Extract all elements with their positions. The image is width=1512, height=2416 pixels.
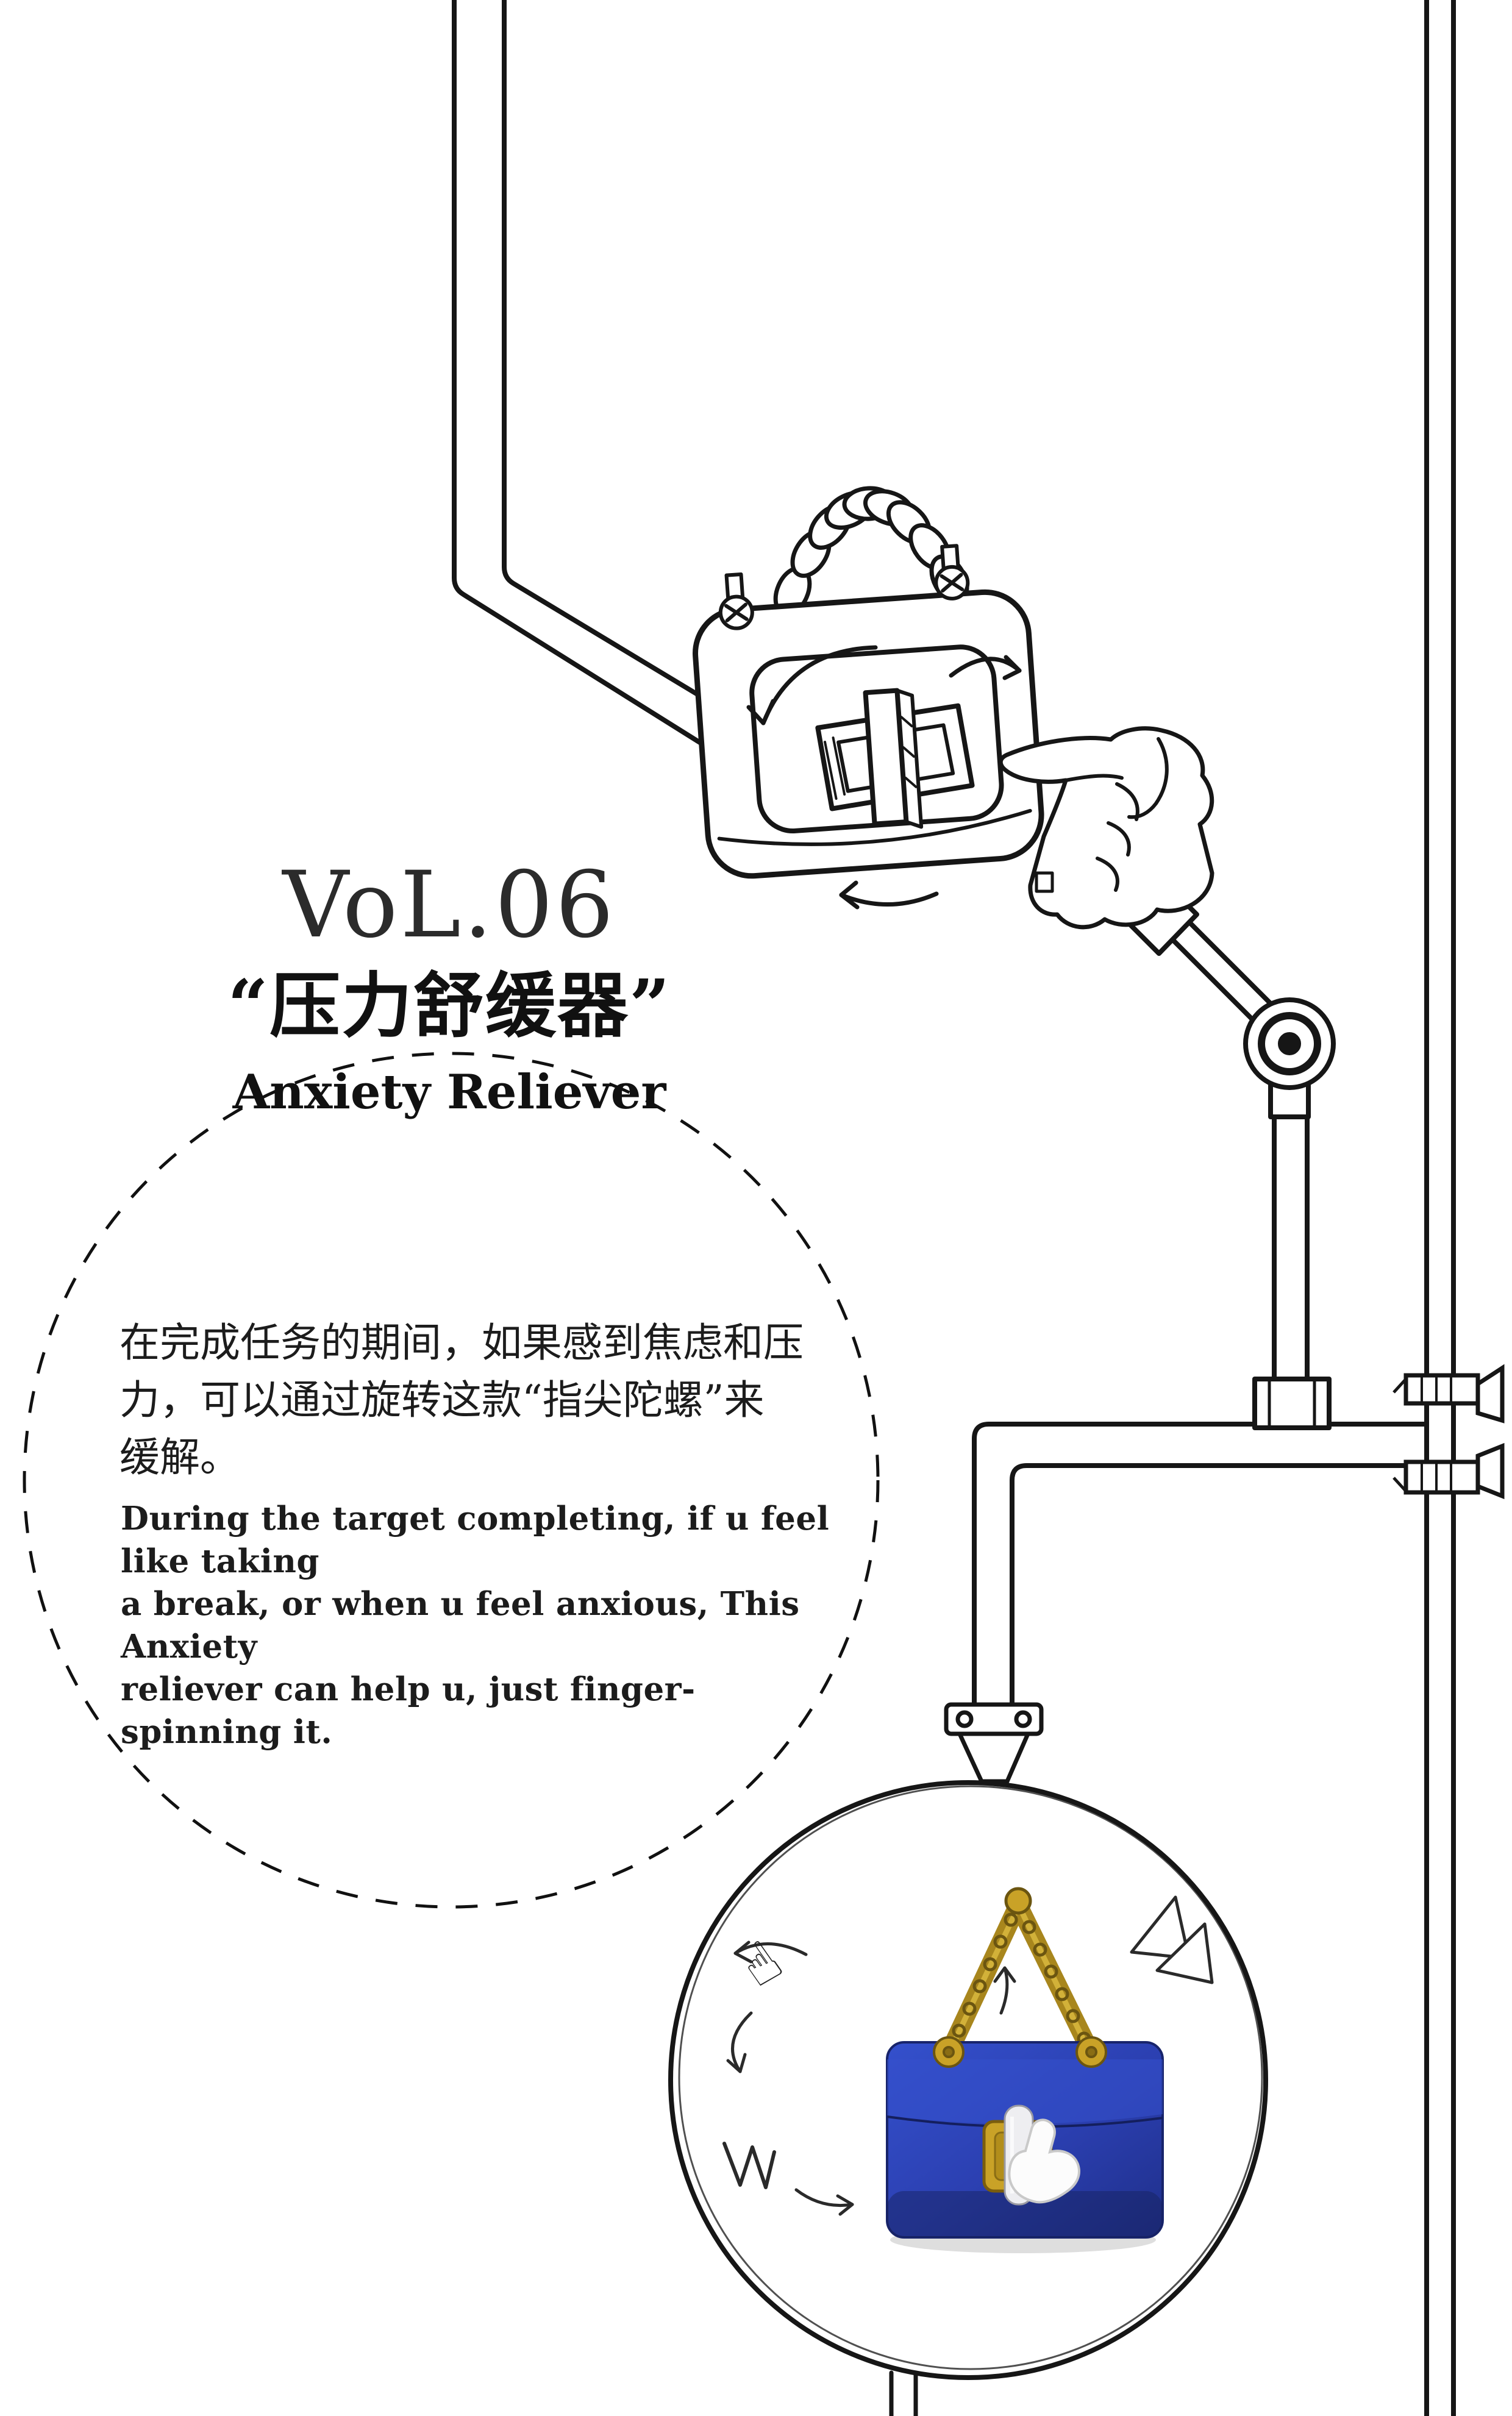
white-hand-icon (1008, 2118, 1080, 2204)
sketch-arrow-head (733, 1940, 753, 1964)
description-en-line: a break, or when u feel anxious, This An… (121, 1585, 800, 1666)
sketch-arrow-head (836, 2194, 854, 2216)
description-chinese: 在完成任务的期间，如果感到焦虑和压 力，可以通过旋转这款“指尖陀螺”来 缓解。 (119, 1314, 863, 1486)
product-bag (886, 1887, 1164, 2253)
rotation-arrow-left-head (746, 699, 776, 725)
clamp-wedge (956, 1731, 1032, 1784)
product-chain (940, 1887, 1100, 2062)
tee-hatch (1421, 1375, 1452, 1492)
tee-tick-marks (1393, 1378, 1407, 1492)
volume-label: VoL.06 (282, 852, 616, 958)
sketch-bag (693, 486, 1044, 910)
bag-screw-right (934, 544, 970, 600)
rotation-arrow-right-head (1002, 655, 1022, 680)
screw-cross (724, 602, 749, 622)
pipe-horizontal-inner (1010, 1463, 1429, 1709)
joint-hub (1278, 1032, 1301, 1055)
lock-bar-hatch (900, 716, 918, 788)
zigzag-sketch (722, 2142, 776, 2189)
elbow-flange (1252, 1377, 1332, 1430)
tee-wedge-bottom (1475, 1442, 1505, 1500)
sketch-arrow-head (993, 1966, 1016, 1983)
tee-collar-top (1403, 1373, 1480, 1406)
pipe-horizontal-outer (972, 1422, 1429, 1709)
detail-circle-inner-line (678, 1785, 1263, 2370)
triangle-sketch (1155, 1922, 1214, 1984)
pointing-hand (998, 726, 1214, 930)
description-english: During the target completing, if u feel … (121, 1497, 840, 1753)
description-cn-line: 在完成任务的期间，如果感到焦虑和压 (119, 1319, 804, 1366)
sketch-arrow (794, 2188, 854, 2208)
product-bag-flap (887, 2059, 1163, 2124)
description-cn-line: 缓解。 (119, 1434, 240, 1481)
description-en-line: During the target completing, if u feel … (121, 1500, 830, 1580)
title-chinese: “压力舒缓器” (227, 964, 671, 1047)
clamp-bolt-left (955, 1710, 974, 1728)
elbow-flange-lines (1268, 1379, 1316, 1428)
hand-finger-creases (1064, 774, 1139, 892)
clamp-fitting (944, 1702, 1044, 1784)
chain-mounts (933, 2036, 1107, 2068)
description-cn-line: 力，可以通过旋转这款“指尖陀螺”来 (119, 1377, 765, 1424)
sketch-arrow (731, 2011, 753, 2073)
bag-bottom-seam (717, 808, 1032, 846)
pipe-left-outer (452, 0, 702, 745)
rotary-joint (1243, 997, 1336, 1090)
triangle-sketch (1130, 1895, 1191, 1960)
pipe-network (452, 0, 1456, 2416)
hand-ring (1035, 871, 1054, 893)
lock-bar-front (863, 688, 909, 827)
elbow-flange-plate (1252, 1377, 1332, 1430)
twist-lock-sketch (815, 688, 975, 829)
rotation-arrow-bottom (839, 891, 939, 907)
rotation-arrow-bottom-head (839, 880, 860, 910)
tee-collar-bottom (1403, 1459, 1480, 1495)
clamp-bolt-right (1014, 1710, 1032, 1728)
lock-plate-hatch (824, 736, 846, 800)
chain-apex-ring (1004, 1887, 1032, 1915)
product-bag-base-shade (887, 2191, 1163, 2237)
sketch-arrow (733, 1942, 808, 1956)
screw-cross (940, 572, 965, 593)
sketch-bag-body (693, 544, 1044, 879)
chain-mount-right-pin (1085, 2046, 1097, 2058)
tee-wedge-top (1475, 1364, 1505, 1424)
title-english: Anxiety Reliever (232, 1064, 666, 1120)
lower-arm (1272, 1111, 1310, 1388)
dashed-circle (23, 1052, 880, 1909)
sketch-arrow-head (726, 2053, 747, 2073)
robot-arm (1124, 879, 1336, 1430)
tee-fitting (1393, 1364, 1505, 1500)
hand-thumb-line (1127, 737, 1169, 819)
bag-screw-left (718, 572, 754, 630)
description-en-line: reliever can help u, just finger-spinnin… (121, 1670, 696, 1751)
rotation-arrows (746, 645, 1022, 910)
pipe-left-inner (502, 0, 747, 725)
chain-mount-left-pin (943, 2046, 955, 2058)
